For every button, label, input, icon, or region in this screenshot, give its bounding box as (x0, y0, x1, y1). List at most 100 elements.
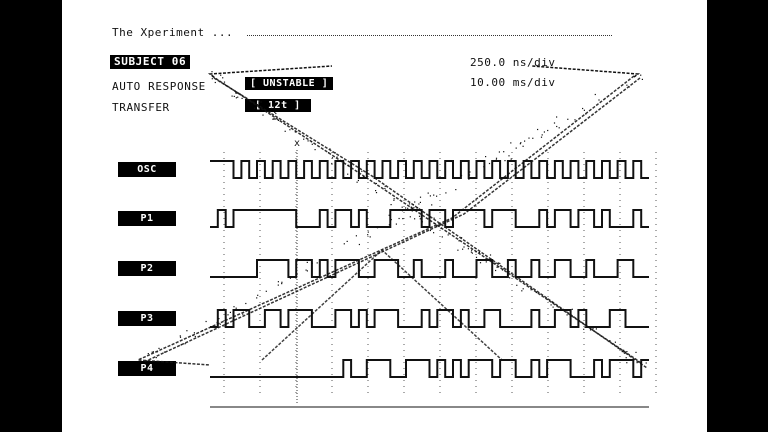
noise-speck (331, 157, 334, 159)
noise-speck (436, 195, 438, 197)
noise-speck (503, 268, 505, 270)
noise-speck (393, 199, 395, 201)
noise-speck (419, 201, 421, 203)
noise-speck (410, 207, 412, 209)
noise-speck (488, 162, 491, 165)
noise-speck (413, 207, 415, 209)
noise-speck (329, 148, 331, 150)
noise-speck (242, 313, 244, 315)
noise-speck (487, 258, 489, 261)
noise-speck (468, 178, 470, 180)
noise-speck (225, 317, 227, 319)
noise-speck (231, 95, 233, 97)
noise-speck (583, 328, 585, 330)
noise-speck (265, 290, 267, 292)
noise-speck (369, 236, 371, 238)
noise-speck (334, 152, 336, 154)
noise-speck (361, 170, 363, 172)
noise-speck (510, 142, 512, 144)
noise-speck (623, 352, 625, 354)
noise-speck (495, 157, 498, 159)
noise-speck (336, 156, 338, 158)
channel-label-p3: P3 (118, 311, 176, 326)
noise-speck (331, 162, 333, 165)
noise-speck (289, 129, 291, 131)
noise-speck (155, 357, 157, 359)
noise-speck (245, 302, 247, 305)
noise-speck (409, 216, 411, 218)
channel-label-p1: P1 (118, 211, 176, 226)
trace-p1 (210, 209, 649, 228)
waveform-traces (210, 160, 649, 378)
noise-speck (421, 221, 423, 223)
noise-speck (233, 95, 235, 97)
noise-speck (258, 100, 260, 102)
noise-speck (457, 249, 459, 251)
noise-speck (543, 131, 545, 133)
noise-speck (390, 219, 392, 221)
noise-speck (254, 107, 256, 109)
noise-speck (407, 209, 409, 211)
glitch-band (137, 75, 635, 366)
noise-speck (506, 268, 508, 270)
noise-speck (431, 204, 433, 206)
noise-speck (621, 351, 623, 353)
noise-speck (408, 203, 411, 205)
trace-osc (210, 160, 649, 179)
noise-speck (314, 149, 316, 151)
noise-speck (567, 118, 569, 120)
noise-speck (205, 320, 207, 323)
waveform-display (137, 65, 657, 408)
noise-speck (551, 301, 554, 304)
noise-speck (501, 269, 504, 271)
glitch-band (207, 65, 333, 78)
noise-speck (275, 112, 277, 115)
noise-speck (418, 203, 420, 205)
noise-speck (384, 187, 386, 190)
noise-speck (522, 288, 524, 290)
noise-speck (220, 74, 222, 76)
noise-speck (640, 74, 642, 76)
noise-speck (410, 206, 412, 208)
noise-speck (211, 78, 213, 80)
noise-speck (504, 160, 506, 162)
noise-speck (583, 109, 585, 111)
noise-speck (407, 207, 409, 209)
noise-speck (433, 194, 435, 196)
noise-speck (645, 362, 647, 364)
noise-speck (311, 262, 313, 264)
glitch-band (143, 77, 641, 363)
scope-screen: The Xperiment ... SUBJECT 06 AUTO RESPON… (62, 0, 707, 432)
noise-speck (516, 284, 518, 286)
noise-speck (375, 182, 377, 185)
noise-speck (201, 330, 204, 332)
noise-speck (294, 276, 296, 278)
channel-label-p4: P4 (118, 361, 176, 376)
noise-speck (152, 351, 154, 353)
noise-speck (296, 273, 298, 275)
noise-speck (471, 252, 473, 254)
noise-speck (433, 232, 435, 234)
noise-speck (306, 261, 308, 263)
noise-speck (540, 136, 543, 138)
noise-speck (217, 316, 219, 318)
noise-speck (412, 204, 414, 206)
noise-speck (495, 159, 497, 161)
noise-speck (194, 335, 196, 338)
noise-speck (490, 258, 492, 260)
noise-speck (362, 176, 364, 178)
noise-speck (479, 262, 482, 264)
noise-speck (277, 119, 279, 121)
subject-badge: SUBJECT 06 (110, 55, 191, 69)
noise-speck (496, 266, 498, 268)
noise-speck (411, 207, 413, 209)
auto-response-status: [ UNSTABLE ] (245, 77, 334, 90)
noise-speck (356, 181, 358, 183)
noise-speck (305, 269, 307, 271)
noise-speck (235, 92, 237, 94)
noise-speck (625, 351, 627, 353)
noise-speck (419, 196, 422, 198)
noise-speck (522, 145, 524, 147)
noise-speck (429, 229, 431, 232)
noise-speck (256, 297, 258, 299)
